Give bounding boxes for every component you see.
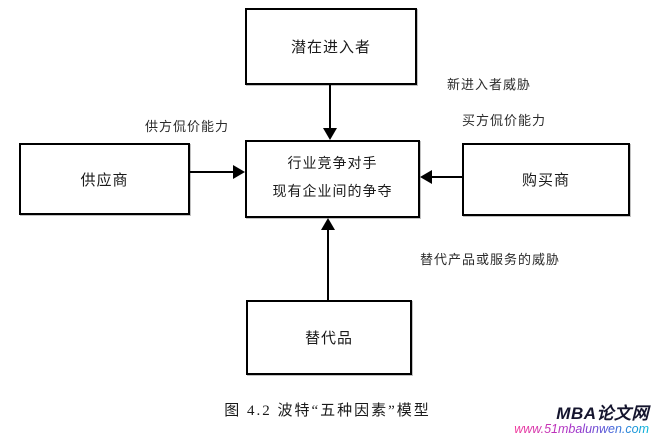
- box-buyers-label: 购买商: [521, 173, 570, 189]
- arrow-buyers-to-competitors-line: [430, 176, 462, 178]
- arrow-up-icon: [321, 218, 335, 230]
- box-industry-competitors: 行业竞争对手 现有企业间的争夺: [245, 140, 420, 218]
- label-buyer-bargaining-power: 买方侃价能力: [462, 113, 547, 128]
- arrow-entrants-to-competitors-line: [329, 85, 331, 131]
- arrow-left-icon: [420, 170, 432, 184]
- arrow-right-icon: [233, 165, 245, 179]
- box-suppliers: 供应商: [19, 143, 190, 215]
- arrow-suppliers-to-competitors-line: [190, 171, 235, 173]
- box-competitors-line1: 行业竞争对手: [287, 157, 378, 172]
- box-competitors-line2: 现有企业间的争夺: [272, 185, 393, 200]
- watermark: MBA论文网 www.51mbalunwen.com: [514, 403, 649, 437]
- arrow-substitutes-to-competitors-line: [327, 229, 329, 300]
- watermark-site-url[interactable]: www.51mbalunwen.com: [514, 422, 649, 437]
- box-potential-entrants-label: 潜在进入者: [290, 40, 371, 56]
- arrow-down-icon: [323, 128, 337, 140]
- figure-caption: 图 4.2 波特“五种因素”模型: [224, 403, 431, 419]
- box-potential-entrants: 潜在进入者: [245, 8, 417, 85]
- watermark-site-name: MBA论文网: [556, 403, 649, 423]
- box-suppliers-label: 供应商: [80, 172, 129, 189]
- label-substitute-threat: 替代产品或服务的威胁: [420, 252, 561, 267]
- label-new-entrant-threat: 新进入者威胁: [447, 77, 532, 92]
- box-substitutes-label: 替代品: [304, 331, 353, 347]
- label-supplier-bargaining-power: 供方侃价能力: [145, 119, 230, 134]
- box-buyers: 购买商: [462, 143, 630, 216]
- box-substitutes: 替代品: [246, 300, 412, 375]
